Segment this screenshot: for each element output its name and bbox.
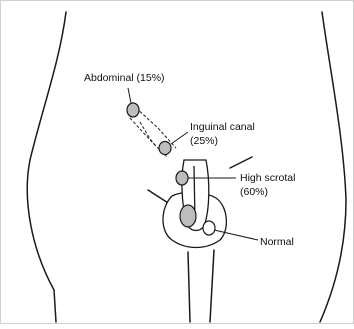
high-scrotal-label-line2: (60%) (240, 186, 268, 198)
scrotal-testis-shaded (180, 205, 196, 227)
inguinal-label-line1: Inguinal canal (190, 121, 255, 133)
high-scrotal-label-line1: High scrotal (240, 172, 295, 184)
inguinal-testis (159, 142, 171, 155)
normal-label: Normal (260, 236, 294, 248)
abdominal-testis (127, 103, 139, 117)
abdominal-label: Abdominal (15%) (84, 72, 165, 84)
high-scrotal-testis (176, 171, 188, 185)
image-border (1, 1, 354, 324)
inguinal-label-line2: (25%) (190, 135, 218, 147)
normal-testis (203, 221, 215, 235)
